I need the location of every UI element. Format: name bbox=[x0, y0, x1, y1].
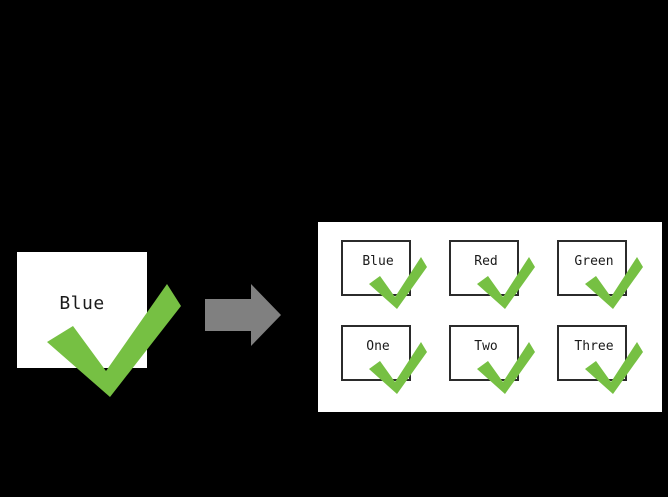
result-panel: Blue Red Green One bbox=[318, 222, 662, 412]
result-card[interactable]: Red bbox=[449, 240, 535, 309]
result-card-label: Two bbox=[474, 339, 498, 354]
result-card[interactable]: Blue bbox=[341, 240, 427, 309]
result-card-label: Blue bbox=[362, 254, 394, 269]
right-arrow-icon bbox=[205, 284, 281, 346]
source-card[interactable]: Blue bbox=[17, 252, 147, 368]
result-card[interactable]: One bbox=[341, 325, 427, 394]
result-card[interactable]: Two bbox=[449, 325, 535, 394]
source-card-label: Blue bbox=[59, 293, 105, 314]
result-card-label: Red bbox=[474, 254, 498, 269]
result-card-label: Three bbox=[574, 339, 614, 354]
result-card[interactable]: Green bbox=[557, 240, 643, 309]
result-card-label: Green bbox=[574, 254, 614, 269]
result-card-grid: Blue Red Green One bbox=[341, 240, 643, 395]
result-card[interactable]: Three bbox=[557, 325, 643, 394]
result-card-label: One bbox=[366, 339, 390, 354]
